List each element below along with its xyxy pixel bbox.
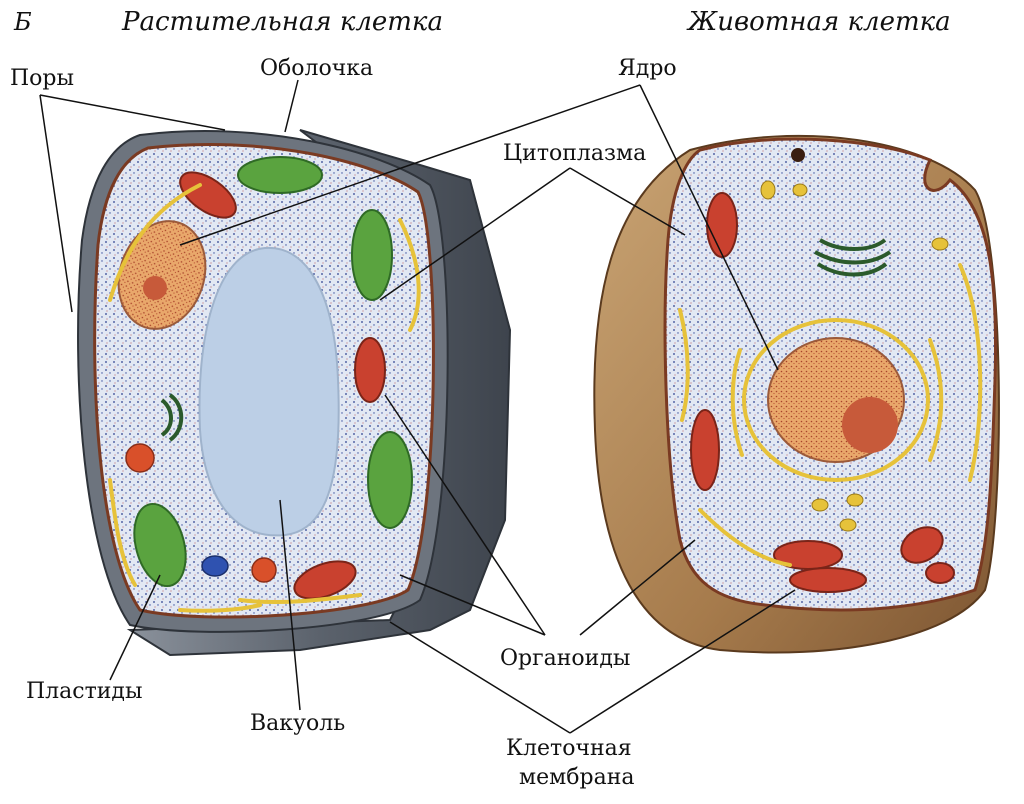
- plant-nucleolus: [143, 276, 167, 300]
- animal-nuclear-envelope: [742, 318, 930, 482]
- animal-centriole: [791, 148, 805, 162]
- label-vacuole: Вакуоль: [250, 711, 345, 736]
- plant-chloroplasts: [133, 156, 413, 588]
- plant-red-vesicle: [125, 443, 155, 473]
- label-membrane-line1: Клеточная: [506, 736, 632, 761]
- label-cytoplasm: Цитоплазма: [503, 141, 646, 166]
- leader-lines: [39, 79, 796, 734]
- plant-cell: [77, 129, 512, 657]
- label-pores: Поры: [10, 66, 74, 91]
- animal-er: [678, 263, 983, 567]
- label-nucleus: Ядро: [618, 56, 677, 81]
- plant-golgi: [160, 393, 184, 442]
- label-membrane-line2: мембрана: [519, 765, 634, 790]
- animal-cell: [593, 134, 1000, 654]
- label-wall: Оболочка: [260, 56, 373, 81]
- plant-blue-vesicle: [201, 555, 229, 577]
- panel-letter: Б: [13, 8, 32, 36]
- animal-vesicles: [760, 180, 949, 532]
- animal-nucleolus: [842, 397, 898, 453]
- plant-orange-vesicle: [251, 557, 277, 583]
- plant-nucleus: [117, 220, 207, 330]
- text-labels: Б Растительная клетка Животная клетка По…: [10, 7, 951, 790]
- label-organelles: Органоиды: [500, 646, 630, 671]
- plant-cell-title: Растительная клетка: [121, 7, 443, 37]
- plant-er: [108, 183, 421, 613]
- animal-cell-title: Животная клетка: [686, 7, 951, 37]
- animal-golgi: [814, 238, 892, 277]
- plant-mitochondria: [179, 171, 386, 600]
- animal-mitochondria: [690, 192, 955, 593]
- plant-vacuole: [198, 246, 340, 537]
- label-plastids: Пластиды: [26, 679, 143, 704]
